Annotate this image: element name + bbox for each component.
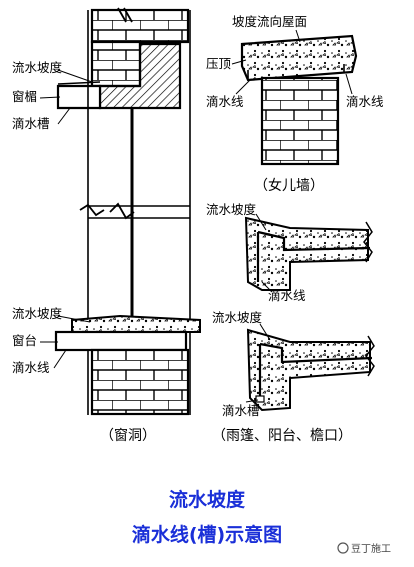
parapet-coping [240,34,358,82]
caption-parapet: （女儿墙） [254,177,324,194]
label-lower-groove: 滴水槽 [222,403,260,418]
window-sill [54,330,188,352]
title-line-1: 流水坡度 [169,488,246,511]
label-slope-to-roof: 坡度流向屋面 [232,14,307,29]
canopy-detail: 流水坡度 滴水线 流水坡度 滴水槽 （雨篷、阳台、檐口） [206,202,375,444]
break-mark-mid-left [79,203,105,217]
leader-bottom-drip-line [53,349,67,369]
label-top-groove: 滴水槽 [12,116,50,131]
leader-parapet-drip-right [345,73,353,95]
upper-canopy-break [363,221,373,263]
leader-top-slope [57,69,93,83]
upper-canopy-inner-line [257,230,371,252]
label-parapet-drip-left: 滴水线 [206,94,244,109]
window-opening-detail: 流水坡度 窗楣 滴水槽 流水坡度 窗台 滴水线 （窗洞） [12,7,201,444]
label-upper-slope: 流水坡度 [206,202,257,217]
watermark: 豆丁施工 [337,542,391,555]
label-bottom-drip-line: 滴水线 [12,360,50,375]
watermark-icon [337,542,349,554]
sill-slope-concrete [71,314,201,333]
caption-window-opening: （窗洞） [100,427,156,444]
upper-canopy-concrete [244,216,369,291]
lintel-slope-line [57,81,101,85]
leader-coping [231,59,247,65]
leader-top-groove [57,107,71,125]
label-parapet-drip-right: 滴水线 [346,94,384,109]
leader-lintel [39,96,61,99]
leader-slope-to-roof [295,29,301,43]
upper-wall-brick [90,8,190,44]
label-bottom-slope: 流水坡度 [12,306,63,321]
leader-lower-groove [245,399,259,403]
label-lintel: 窗楣 [12,89,37,104]
lower-wall-brick [90,348,190,416]
watermark-text: 豆丁施工 [351,542,391,555]
lower-canopy-break [365,335,375,377]
title-line-2: 滴水线(槽)示意图 [132,523,282,546]
label-coping: 压顶 [206,56,232,71]
caption-canopy: （雨篷、阳台、檐口） [212,428,352,444]
leader-bottom-slope [57,315,91,323]
figure-title: 流水坡度 滴水线(槽)示意图 [132,488,282,546]
break-mark-top-2 [123,7,133,23]
leader-parapet-drip-left [235,79,251,95]
label-lower-slope: 流水坡度 [212,310,263,325]
label-upper-drip-line: 滴水线 [268,288,306,303]
lower-canopy-groove [255,395,265,403]
parapet-wall-brick [260,76,340,166]
lower-canopy-inner-line [259,342,373,364]
lintel-brick-left [90,40,142,88]
lower-canopy-concrete [246,328,371,412]
label-sill: 窗台 [12,333,37,348]
label-top-slope: 流水坡度 [12,60,63,75]
break-mark-top [117,7,127,23]
lintel-drip-edge [56,84,102,110]
leader-upper-slope [255,213,267,231]
parapet-detail: 坡度流向屋面 压顶 滴水线 滴水线 （女儿墙） [206,14,384,194]
leader-lower-slope [259,323,271,341]
leader-upper-drip-line [261,281,273,293]
break-mark-mid-right [109,202,135,220]
